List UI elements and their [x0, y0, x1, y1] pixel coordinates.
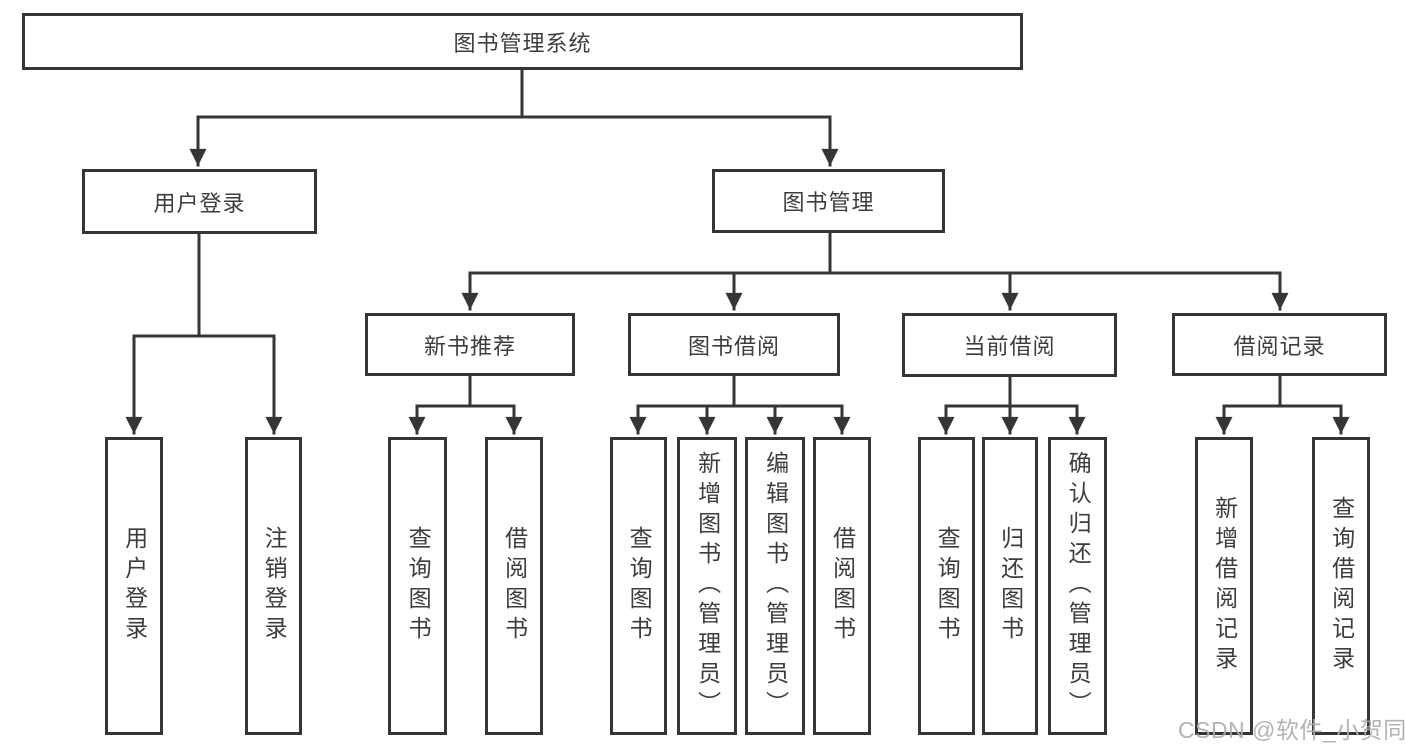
- node-book-management: 图书管理: [712, 169, 945, 233]
- node-leaf-borrow-books-2-label: 借阅图书: [829, 526, 856, 646]
- node-user-login: 用户登录: [82, 169, 317, 234]
- node-leaf-borrow-books-1-label: 借阅图书: [501, 526, 528, 646]
- node-user-login-label: 用户登录: [153, 190, 246, 216]
- node-leaf-add-books-admin: 新增图书（管理员）: [677, 437, 737, 735]
- node-leaf-confirm-return-admin-label: 确认归还（管理员）: [1065, 451, 1092, 721]
- node-root-label: 图书管理系统: [453, 30, 592, 56]
- node-book-borrow: 图书借阅: [628, 313, 840, 376]
- node-leaf-logout: 注销登录: [245, 437, 302, 735]
- node-leaf-logout-label: 注销登录: [261, 526, 288, 646]
- node-leaf-return-books-label: 归还图书: [997, 526, 1024, 646]
- node-leaf-query-books-1-label: 查询图书: [405, 526, 432, 646]
- node-book-management-label: 图书管理: [782, 190, 875, 215]
- node-leaf-query-books-2-label: 查询图书: [626, 526, 653, 646]
- node-leaf-query-borrow-record: 查询借阅记录: [1312, 437, 1370, 735]
- node-current-borrow-label: 当前借阅: [963, 334, 1056, 359]
- node-leaf-user-login-label: 用户登录: [121, 526, 148, 646]
- node-leaf-add-books-admin-label: 新增图书（管理员）: [694, 451, 721, 721]
- node-leaf-query-books-3: 查询图书: [918, 437, 975, 735]
- connector-group: [125, 68, 1350, 435]
- node-leaf-borrow-books-1: 借阅图书: [485, 437, 543, 735]
- node-current-borrow: 当前借阅: [902, 313, 1117, 377]
- node-leaf-return-books: 归还图书: [982, 437, 1038, 735]
- csdn-watermark: CSDN @软件_小贺同学: [1178, 717, 1405, 743]
- node-leaf-query-books-1: 查询图书: [388, 437, 447, 735]
- node-book-borrow-label: 图书借阅: [687, 333, 780, 359]
- node-leaf-edit-books-admin-label: 编辑图书（管理员）: [762, 451, 789, 721]
- node-leaf-query-books-3-label: 查询图书: [934, 526, 961, 646]
- node-leaf-borrow-books-2: 借阅图书: [813, 437, 871, 735]
- node-borrow-records-label: 借阅记录: [1233, 333, 1326, 359]
- node-leaf-query-books-2: 查询图书: [610, 437, 667, 735]
- node-new-book-recommend: 新书推荐: [365, 313, 575, 376]
- node-leaf-user-login: 用户登录: [105, 437, 163, 735]
- node-leaf-query-borrow-record-label: 查询借阅记录: [1328, 496, 1355, 676]
- node-leaf-add-borrow-record-label: 新增借阅记录: [1211, 496, 1238, 676]
- node-borrow-records: 借阅记录: [1172, 313, 1387, 376]
- node-leaf-add-borrow-record: 新增借阅记录: [1195, 437, 1253, 735]
- node-leaf-edit-books-admin: 编辑图书（管理员）: [745, 437, 805, 735]
- node-leaf-confirm-return-admin: 确认归还（管理员）: [1048, 437, 1107, 735]
- node-root: 图书管理系统: [22, 13, 1023, 70]
- node-new-book-recommend-label: 新书推荐: [423, 333, 516, 359]
